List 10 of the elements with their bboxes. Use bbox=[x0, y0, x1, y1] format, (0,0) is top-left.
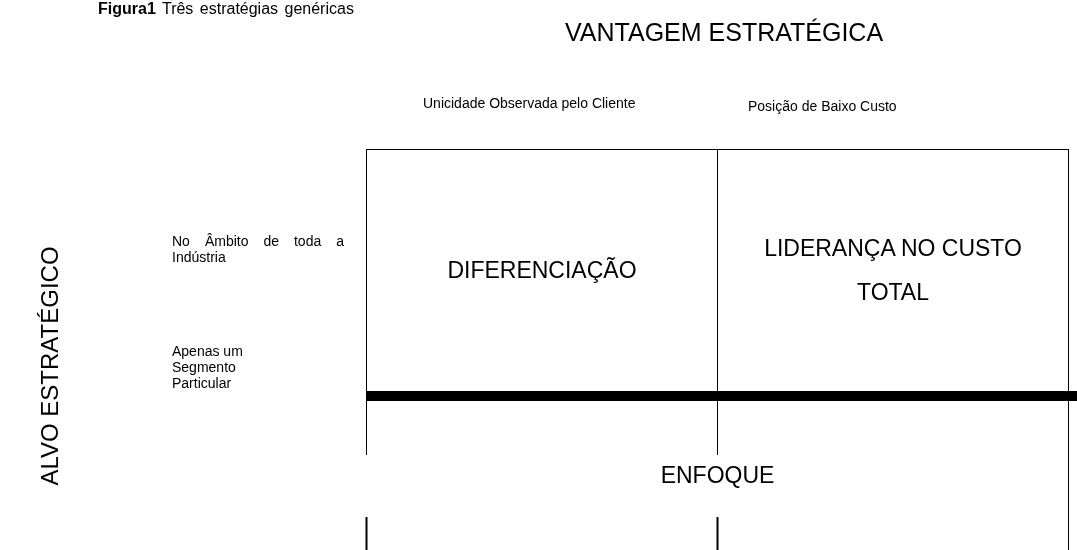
strategy-label: LIDERANÇA NO CUSTO TOTAL bbox=[763, 233, 1023, 307]
figure-title: Figura1 Três estratégias genéricas bbox=[98, 0, 354, 18]
category-label: Apenas um Segmento Particular bbox=[172, 343, 244, 392]
strategy-label: DIFERENCIAÇÃO bbox=[447, 255, 637, 285]
axis-label: ALVO ESTRATÉGICO bbox=[35, 246, 64, 486]
strategy-label: ENFOQUE bbox=[660, 460, 775, 490]
axis-label: VANTAGEM ESTRATÉGICA bbox=[565, 18, 884, 47]
category-label: No Âmbito de toda a Indústria bbox=[172, 233, 344, 266]
category-label: Posição de Baixo Custo bbox=[748, 98, 897, 115]
category-label: Unicidade Observada pelo Cliente bbox=[423, 95, 636, 112]
